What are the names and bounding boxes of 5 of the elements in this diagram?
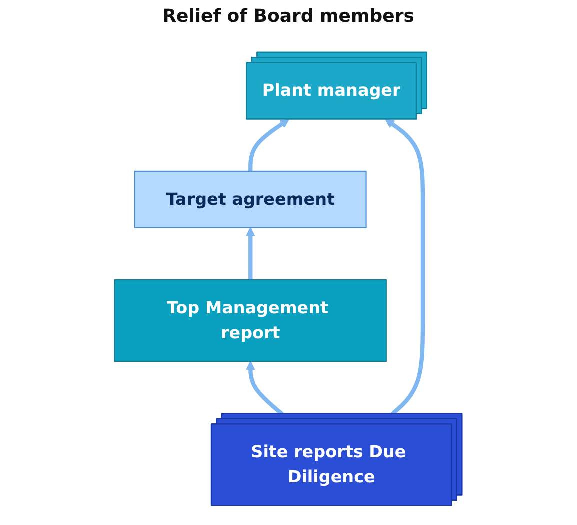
node-box: Top Management report — [114, 280, 387, 362]
node-box: Target agreement — [134, 170, 367, 228]
arrow — [248, 119, 290, 172]
note-text: Relief of Board members — [162, 6, 414, 27]
arrow — [246, 227, 256, 280]
